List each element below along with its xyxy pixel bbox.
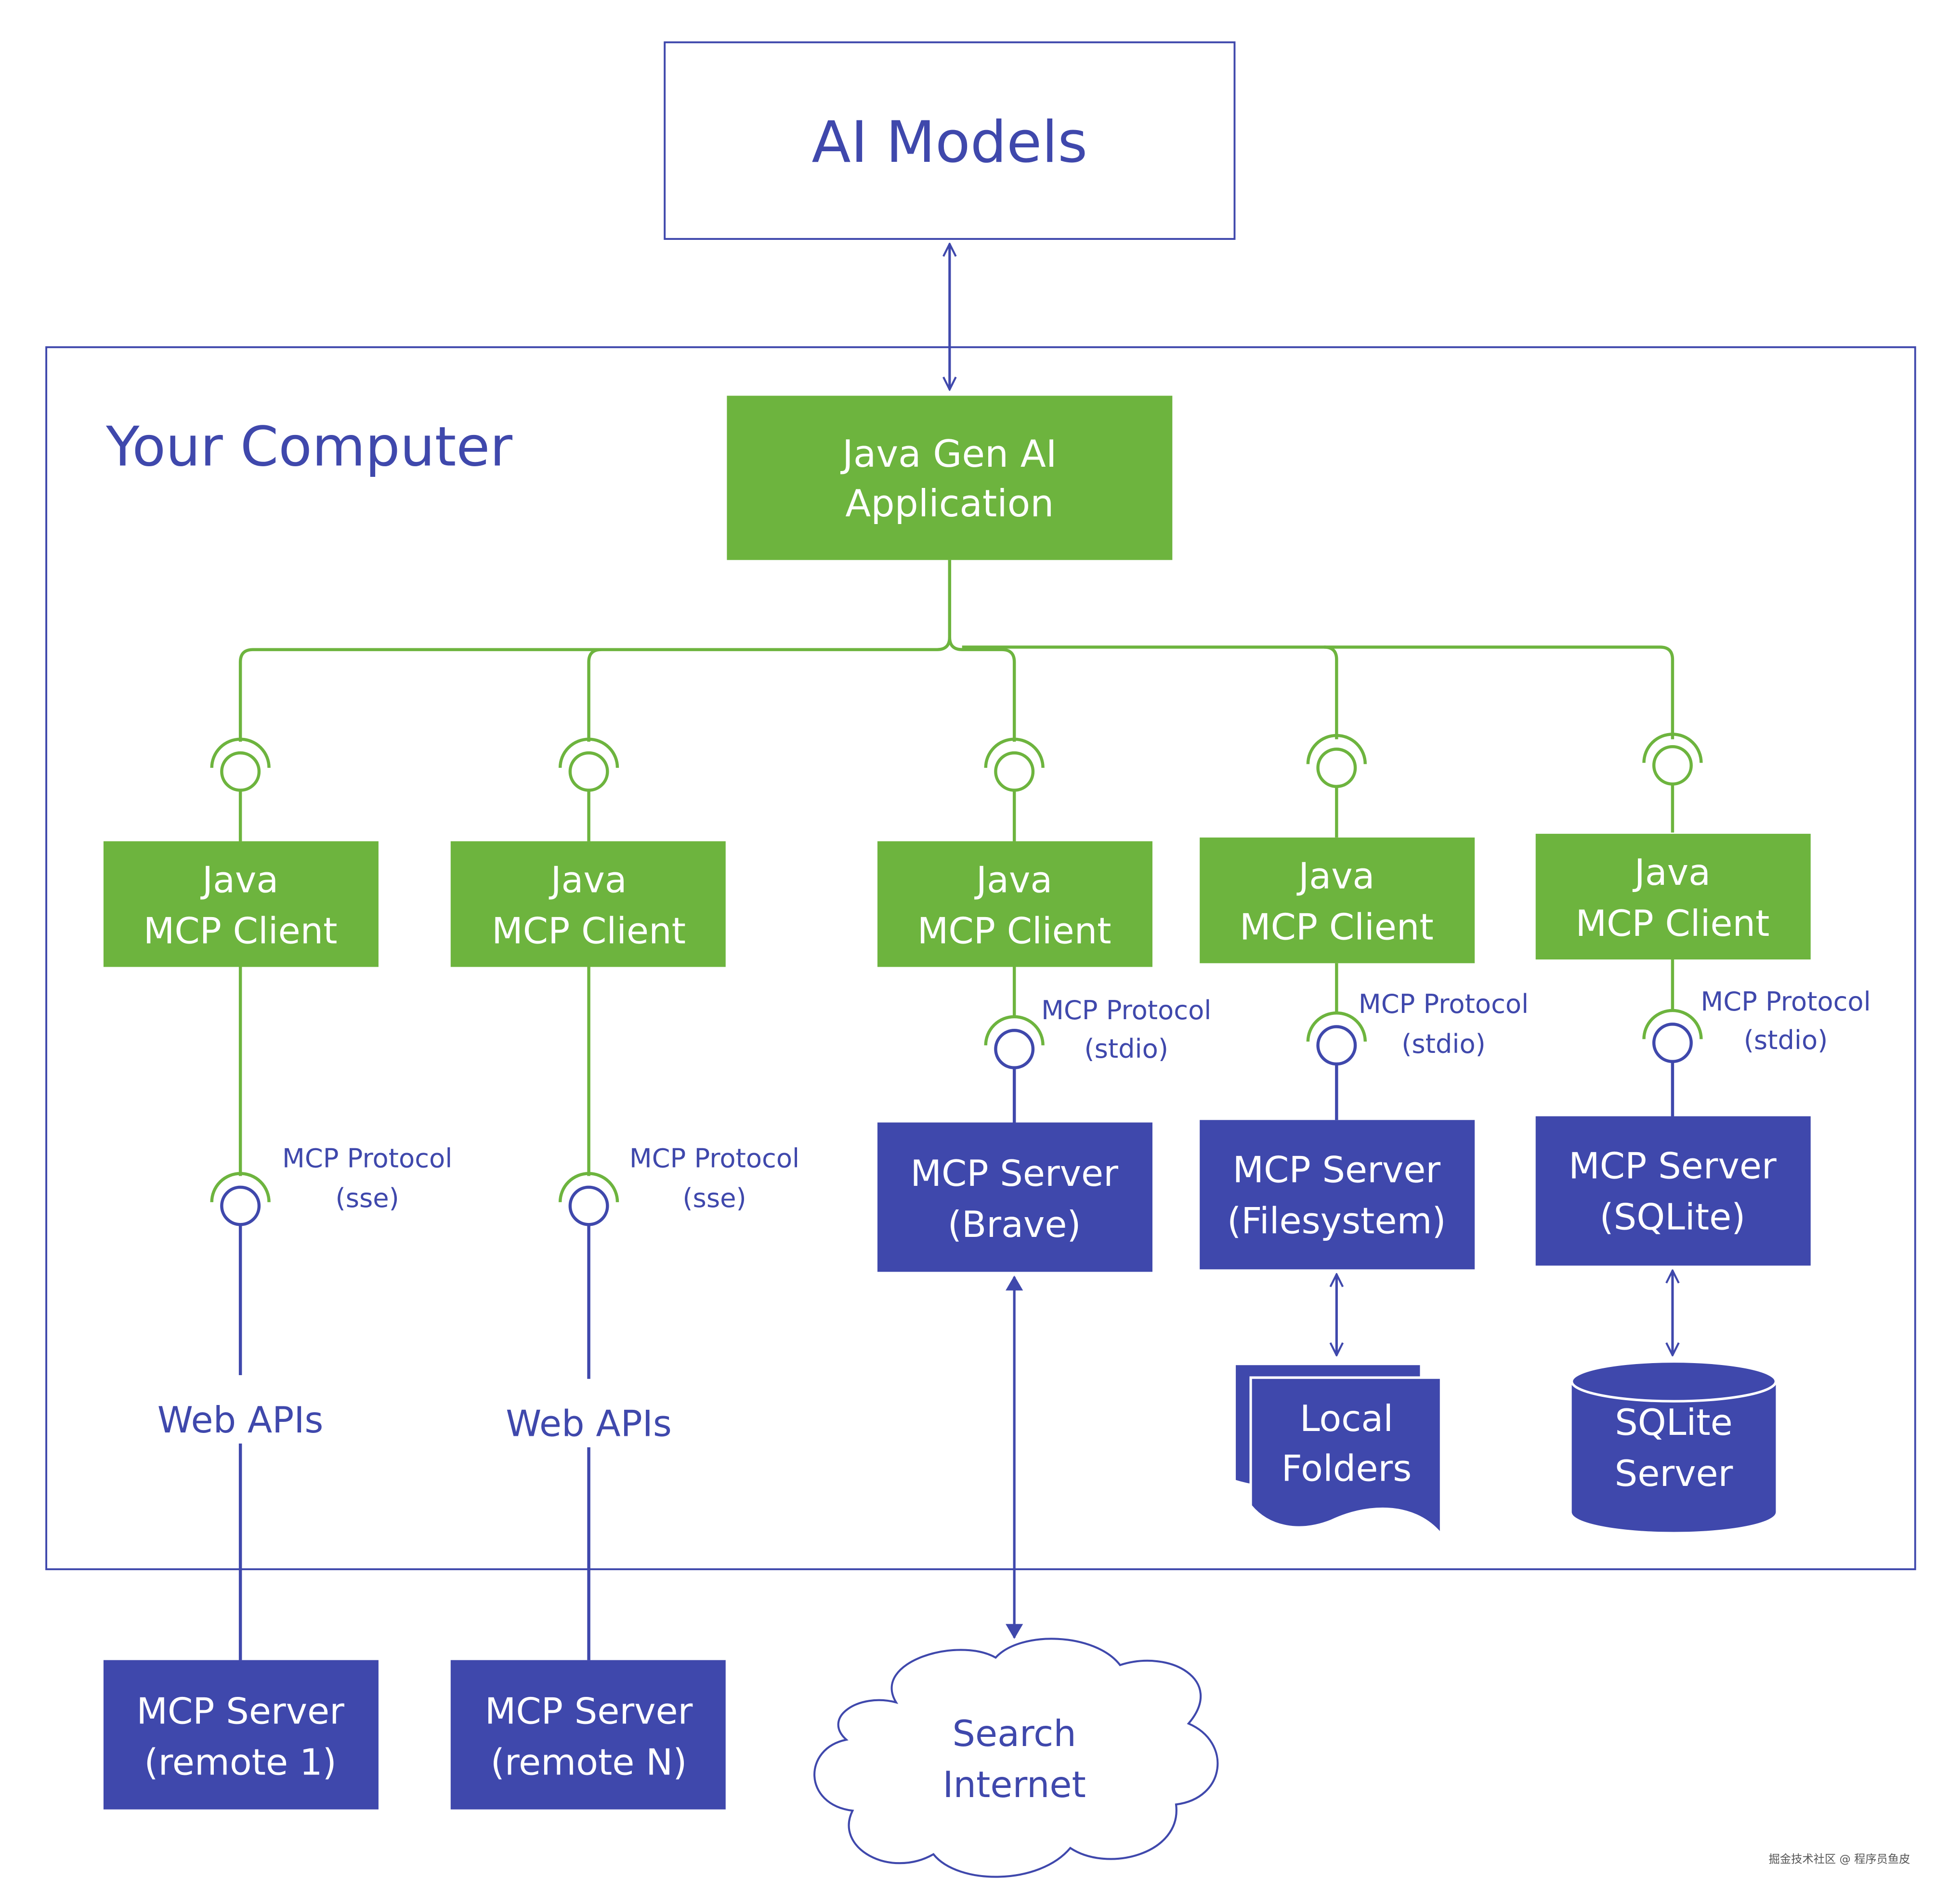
protocol-3-line2: (stdio)	[1084, 1034, 1168, 1064]
protocol-circle-2	[568, 1185, 609, 1226]
server-brave-line1: MCP Server	[910, 1152, 1118, 1195]
web-apis-label-1: Web APIs	[157, 1399, 324, 1441]
protocol-circle-1	[220, 1185, 261, 1226]
protocol-4-line1: MCP Protocol	[1359, 989, 1529, 1019]
client-3-line1: Java	[974, 858, 1052, 901]
mcp-server-sqlite: MCP Server (SQLite)	[1535, 1116, 1811, 1266]
client-box-3: Java MCP Client	[877, 841, 1152, 967]
client-1-line2: MCP Client	[144, 909, 338, 952]
client-interface-4	[1306, 734, 1367, 838]
protocol-3-line1: MCP Protocol	[1041, 995, 1211, 1025]
gen-ai-app-box: Java Gen AI Application	[727, 395, 1173, 560]
protocol-circle-5	[1652, 1023, 1693, 1064]
remote-1-line2: (remote 1)	[144, 1741, 336, 1783]
client-3-line2: MCP Client	[917, 909, 1112, 952]
your-computer-label: Your Computer	[105, 414, 512, 478]
server-sqlite-line2: (SQLite)	[1599, 1196, 1745, 1238]
protocol-5-line1: MCP Protocol	[1700, 986, 1871, 1017]
client-box-1: Java MCP Client	[103, 841, 379, 967]
ai-models-label: AI Models	[811, 109, 1087, 176]
remote-n-line1: MCP Server	[485, 1690, 693, 1732]
mcp-server-remote-n: MCP Server (remote N)	[450, 1660, 726, 1810]
search-internet-cloud: Search Internet	[813, 1638, 1219, 1878]
protocol-2-line2: (sse)	[682, 1183, 746, 1213]
client-4-line2: MCP Client	[1240, 906, 1434, 948]
protocol-labels: MCP Protocol (sse) MCP Protocol (sse) MC…	[282, 986, 1871, 1213]
client-interface-2	[558, 737, 619, 841]
client-5-line2: MCP Client	[1576, 902, 1770, 945]
server-filesystem-line1: MCP Server	[1233, 1148, 1441, 1191]
remote-1-line1: MCP Server	[136, 1690, 344, 1732]
gen-ai-app-line1: Java Gen AI	[840, 433, 1057, 476]
gen-ai-app-line2: Application	[845, 482, 1054, 525]
local-folders-line1: Local	[1300, 1397, 1393, 1440]
client-box-2: Java MCP Client	[450, 841, 726, 967]
client-interface-1	[210, 737, 271, 841]
server-brave-line2: (Brave)	[948, 1203, 1081, 1246]
remote-connection-lines	[238, 1061, 1674, 1660]
protocol-circle-4	[1316, 1025, 1357, 1066]
protocol-1-line1: MCP Protocol	[282, 1143, 452, 1173]
protocol-5-line2: (stdio)	[1744, 1025, 1828, 1055]
client-2-line2: MCP Client	[492, 909, 686, 952]
client-box-5: Java MCP Client	[1535, 834, 1811, 960]
mcp-server-remote-1: MCP Server (remote 1)	[103, 1660, 379, 1810]
sqlite-server-line1: SQLite	[1615, 1401, 1733, 1444]
web-apis-label-2: Web APIs	[506, 1403, 672, 1445]
server-sqlite-line1: MCP Server	[1569, 1145, 1777, 1187]
client-box-4: Java MCP Client	[1200, 837, 1475, 963]
sqlite-database-icon: SQLite Server	[1570, 1360, 1777, 1532]
server-filesystem-line2: (Filesystem)	[1227, 1199, 1446, 1242]
local-folders-line2: Folders	[1282, 1447, 1412, 1490]
watermark: 掘金技术社区 @ 程序员鱼皮	[1769, 1853, 1910, 1866]
local-folders-shape: Local Folders	[1233, 1363, 1442, 1538]
green-connector-tree	[238, 560, 1674, 742]
your-computer-frame	[45, 346, 1916, 1570]
client-2-line1: Java	[549, 858, 627, 901]
client-4-line1: Java	[1296, 855, 1374, 897]
client-1-line1: Java	[200, 858, 278, 901]
client-down-lines	[210, 959, 1703, 1202]
search-internet-line1: Search	[953, 1712, 1076, 1755]
remote-n-line2: (remote N)	[491, 1741, 687, 1783]
client-interface-5	[1642, 733, 1703, 833]
client-interface-3	[984, 737, 1045, 841]
protocol-1-line2: (sse)	[336, 1183, 399, 1213]
client-interfaces	[210, 733, 1703, 841]
ai-models-box: AI Models	[664, 41, 1236, 240]
mcp-server-brave: MCP Server (Brave)	[877, 1122, 1152, 1272]
mcp-server-filesystem: MCP Server (Filesystem)	[1200, 1120, 1475, 1270]
client-5-line1: Java	[1633, 851, 1711, 893]
protocol-4-line2: (stdio)	[1401, 1029, 1486, 1059]
protocol-2-line1: MCP Protocol	[629, 1143, 799, 1173]
search-internet-line2: Internet	[942, 1763, 1086, 1806]
protocol-interfaces	[220, 1023, 1693, 1226]
protocol-circle-3	[994, 1029, 1035, 1070]
sqlite-server-line2: Server	[1615, 1452, 1733, 1495]
